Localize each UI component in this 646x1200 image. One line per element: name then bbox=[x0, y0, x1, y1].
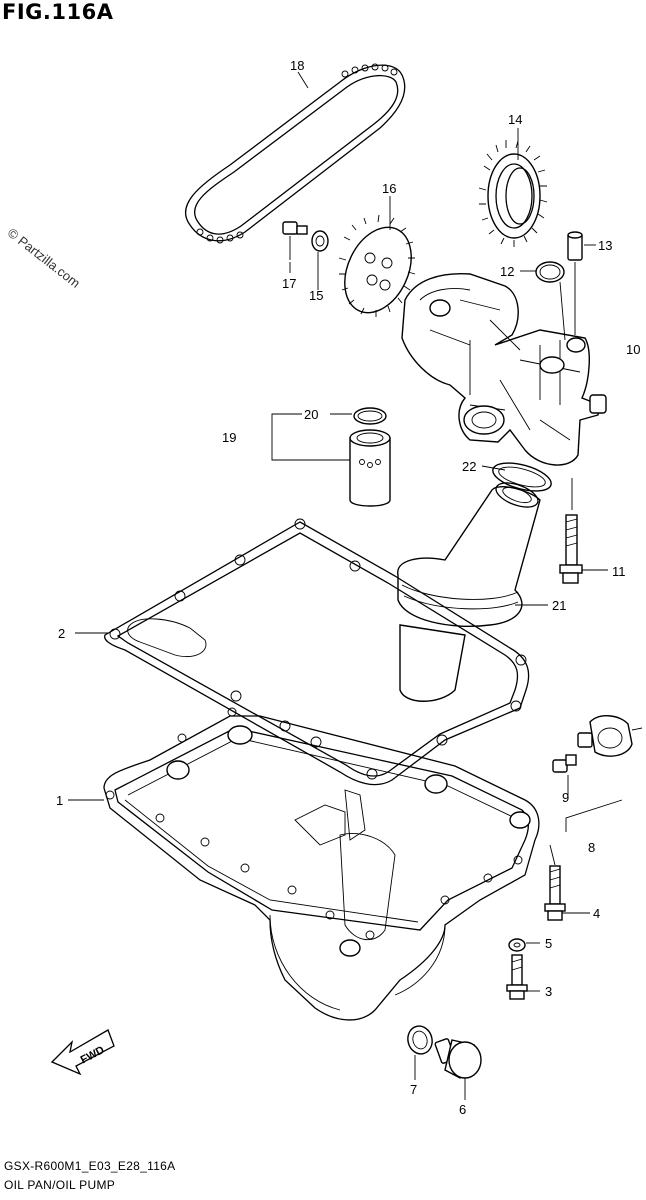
callout-2: 2 bbox=[58, 626, 65, 641]
part-7-gasket bbox=[407, 1025, 433, 1055]
part-1-oil-pan bbox=[103, 707, 540, 1021]
part-11-bolt bbox=[559, 478, 583, 584]
callout-8: 8 bbox=[588, 840, 595, 855]
part-13-pin bbox=[567, 231, 583, 335]
fwd-label: FWD bbox=[79, 1044, 107, 1066]
callout-7: 7 bbox=[410, 1082, 417, 1097]
callout-5: 5 bbox=[545, 936, 552, 951]
callout-1: 1 bbox=[56, 793, 63, 808]
callout-15: 15 bbox=[309, 288, 323, 303]
part-6-drain-plug bbox=[434, 1038, 482, 1079]
callout-14: 14 bbox=[508, 112, 522, 127]
figure-code: GSX-R600M1_E03_E28_116A bbox=[4, 1159, 176, 1173]
part-5-washer bbox=[508, 938, 526, 952]
part-14-sprocket bbox=[478, 140, 548, 247]
part-3-bolt bbox=[506, 954, 528, 1000]
part-19-pipe bbox=[349, 429, 391, 507]
callout-16: 16 bbox=[382, 181, 396, 196]
part-21-strainer bbox=[397, 482, 541, 702]
callout-19: 19 bbox=[222, 430, 236, 445]
callout-9: 9 bbox=[562, 790, 569, 805]
part-20-o-ring bbox=[353, 407, 387, 425]
part-15-washer bbox=[311, 230, 329, 280]
callout-22: 22 bbox=[462, 459, 476, 474]
part-10-oil-pump bbox=[401, 273, 607, 466]
callout-labels: 18 14 16 13 12 17 15 10 20 19 22 11 21 2… bbox=[56, 58, 640, 1117]
figure-name: OIL PAN/OIL PUMP bbox=[4, 1178, 116, 1192]
callout-3: 3 bbox=[545, 984, 552, 999]
callout-21: 21 bbox=[552, 598, 566, 613]
part-16-sprocket bbox=[338, 214, 416, 317]
part-17-bolt bbox=[282, 221, 308, 260]
callout-20: 20 bbox=[304, 407, 318, 422]
part-9-bolt bbox=[552, 754, 577, 795]
callout-11: 11 bbox=[612, 564, 626, 579]
callout-10: 10 bbox=[626, 342, 640, 357]
callout-6: 6 bbox=[459, 1102, 466, 1117]
callout-17: 17 bbox=[282, 276, 296, 291]
part-22-o-ring bbox=[492, 462, 552, 492]
leader-lines bbox=[68, 71, 623, 1100]
part-4-bolt bbox=[544, 844, 566, 921]
callout-18: 18 bbox=[290, 58, 304, 73]
part-18-chain bbox=[184, 63, 406, 244]
callout-13: 13 bbox=[598, 238, 612, 253]
fwd-arrow: FWD bbox=[50, 1029, 115, 1076]
callout-4: 4 bbox=[593, 906, 600, 921]
part-12-o-ring bbox=[535, 261, 566, 341]
figure-title: FIG.116A bbox=[2, 0, 114, 24]
part-8-oil-pressure-switch bbox=[577, 715, 643, 757]
callout-12: 12 bbox=[500, 264, 514, 279]
